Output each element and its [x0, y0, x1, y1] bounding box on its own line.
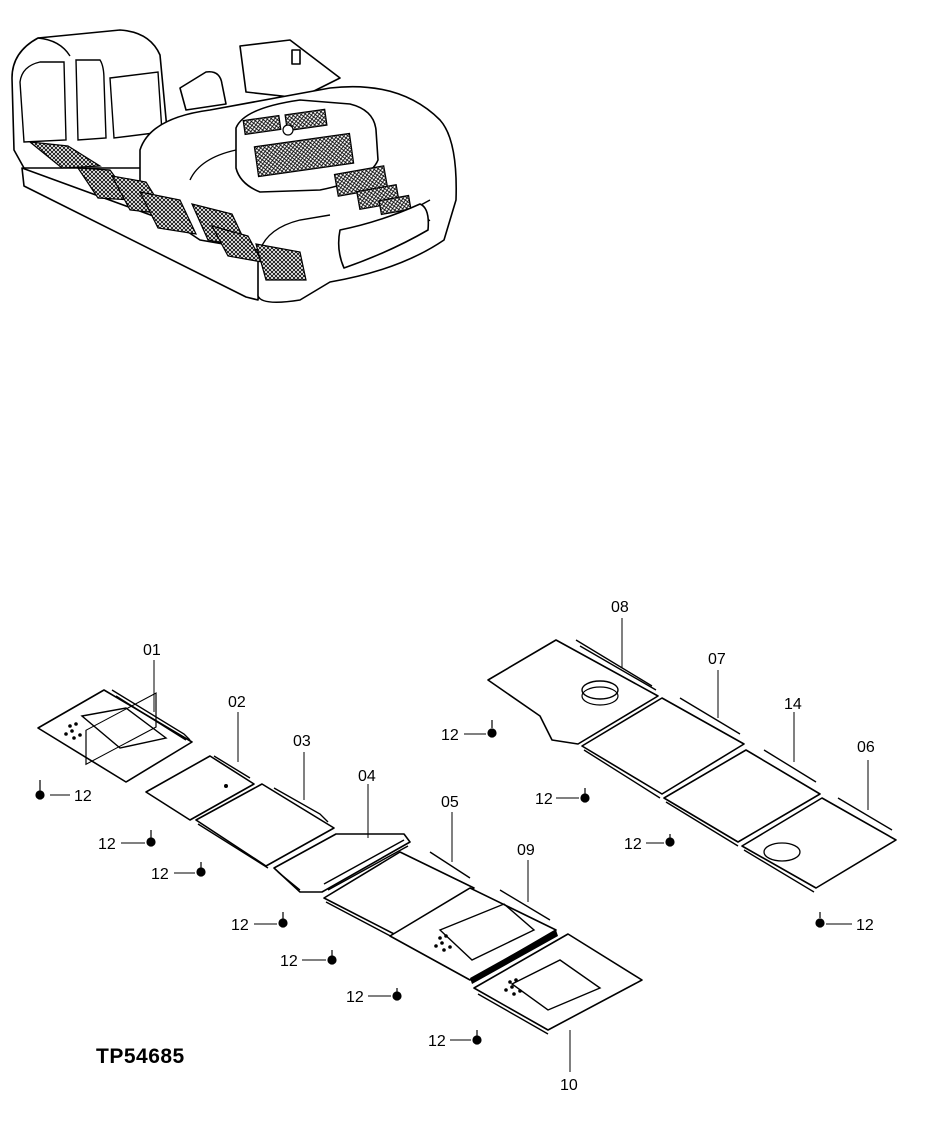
bolt-icon: [327, 950, 337, 965]
bolt-group: [35, 720, 825, 1045]
cover-plate-04: [273, 833, 411, 893]
leader-lines: [50, 618, 869, 1072]
label-bolt: 12: [346, 989, 364, 1006]
drawing-reference-number: TP54685: [96, 1045, 185, 1068]
cover-plate-06: [741, 797, 897, 893]
label-bolt: 12: [428, 1033, 446, 1050]
label-part-05: 05: [441, 794, 459, 811]
bolt-icon: [665, 834, 675, 847]
bolt-icon: [278, 912, 288, 928]
label-bolt: 12: [856, 917, 874, 934]
label-part-04: 04: [358, 768, 376, 785]
label-part-07: 07: [708, 651, 726, 668]
bolt-icon: [815, 912, 825, 928]
cover-plate-01: [37, 689, 193, 783]
cover-plate-03: [195, 783, 335, 869]
cover-plate-08: [487, 639, 659, 745]
label-part-03: 03: [293, 733, 311, 750]
bolt-icon: [392, 988, 402, 1001]
bolt-icon: [487, 720, 497, 738]
cover-plate-09: [389, 887, 558, 984]
bolt-icon: [580, 788, 590, 803]
cover-plate-07: [581, 697, 745, 799]
label-part-09: 09: [517, 842, 535, 859]
label-bolt: 12: [231, 917, 249, 934]
label-bolt: 12: [535, 791, 553, 808]
cover-plate-10: [473, 933, 643, 1035]
label-part-02: 02: [228, 694, 246, 711]
bolt-icon: [35, 780, 45, 800]
cover-plate-05: [323, 851, 475, 941]
label-part-14: 14: [784, 696, 802, 713]
label-part-01: 01: [143, 642, 161, 659]
excavator-overview-illustration: [11, 29, 457, 304]
label-bolt: 12: [441, 727, 459, 744]
label-part-08: 08: [611, 599, 629, 616]
cover-plate-02: [145, 755, 255, 821]
bolt-icon: [472, 1030, 482, 1045]
label-bolt: 12: [74, 788, 92, 805]
label-bolt: 12: [280, 953, 298, 970]
label-bolt: 12: [151, 866, 169, 883]
label-bolt: 12: [98, 836, 116, 853]
bolt-icon: [146, 830, 156, 847]
cover-plate-14: [663, 749, 821, 847]
label-part-06: 06: [857, 739, 875, 756]
bolt-icon: [196, 862, 206, 877]
label-bolt: 12: [624, 836, 642, 853]
label-part-10: 10: [560, 1077, 578, 1094]
